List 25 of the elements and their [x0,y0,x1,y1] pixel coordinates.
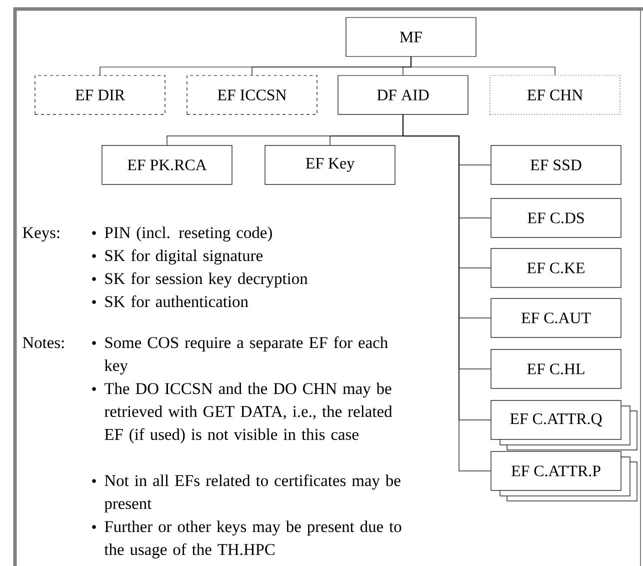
folder-box: DF AID [338,75,468,115]
file-box: EF SSD [490,145,622,185]
root-folder-box: MF [346,17,476,57]
file-box: EF DIR [34,75,166,115]
connector-line [410,56,556,76]
bullet-item: Some COS require a separate EF for each key [104,336,388,374]
bullet-item: Further or other keys may be present due to the usage of the TH.HPC [104,520,402,558]
list-heading: Keys: [22,227,60,242]
file-box: EF C.HL [490,349,622,389]
file-box: EF ICCSN [186,75,318,115]
bullet-item: PIN (incl. reseting code) [104,226,272,242]
bullet-item: SK for authentication [105,295,248,308]
file-box: EF Key [264,145,396,185]
list-heading: Notes: [22,337,64,348]
stacked-file-box: EF C.ATTR.Q [490,400,638,450]
file-box: EF C.KE [490,248,622,288]
bullet-item: SK for session key decryption [105,272,308,288]
file-box: EF CHN [490,75,620,115]
stacked-file-box: EF C.ATTR.P [490,451,638,502]
bullet-item: Not in all EFs related to certificates may be present [104,474,400,512]
file-box: EF PK.RCA [102,145,232,185]
bullet-item: SK for digital signature [105,249,262,265]
bullet-item: The DO ICCSN and the DO CHN may be retrieved with GET DATA, i.e., the related EF (if used) is not visible in this case [104,382,392,444]
file-box: EF C.DS [490,198,622,238]
file-box: EF C.AUT [490,298,622,338]
